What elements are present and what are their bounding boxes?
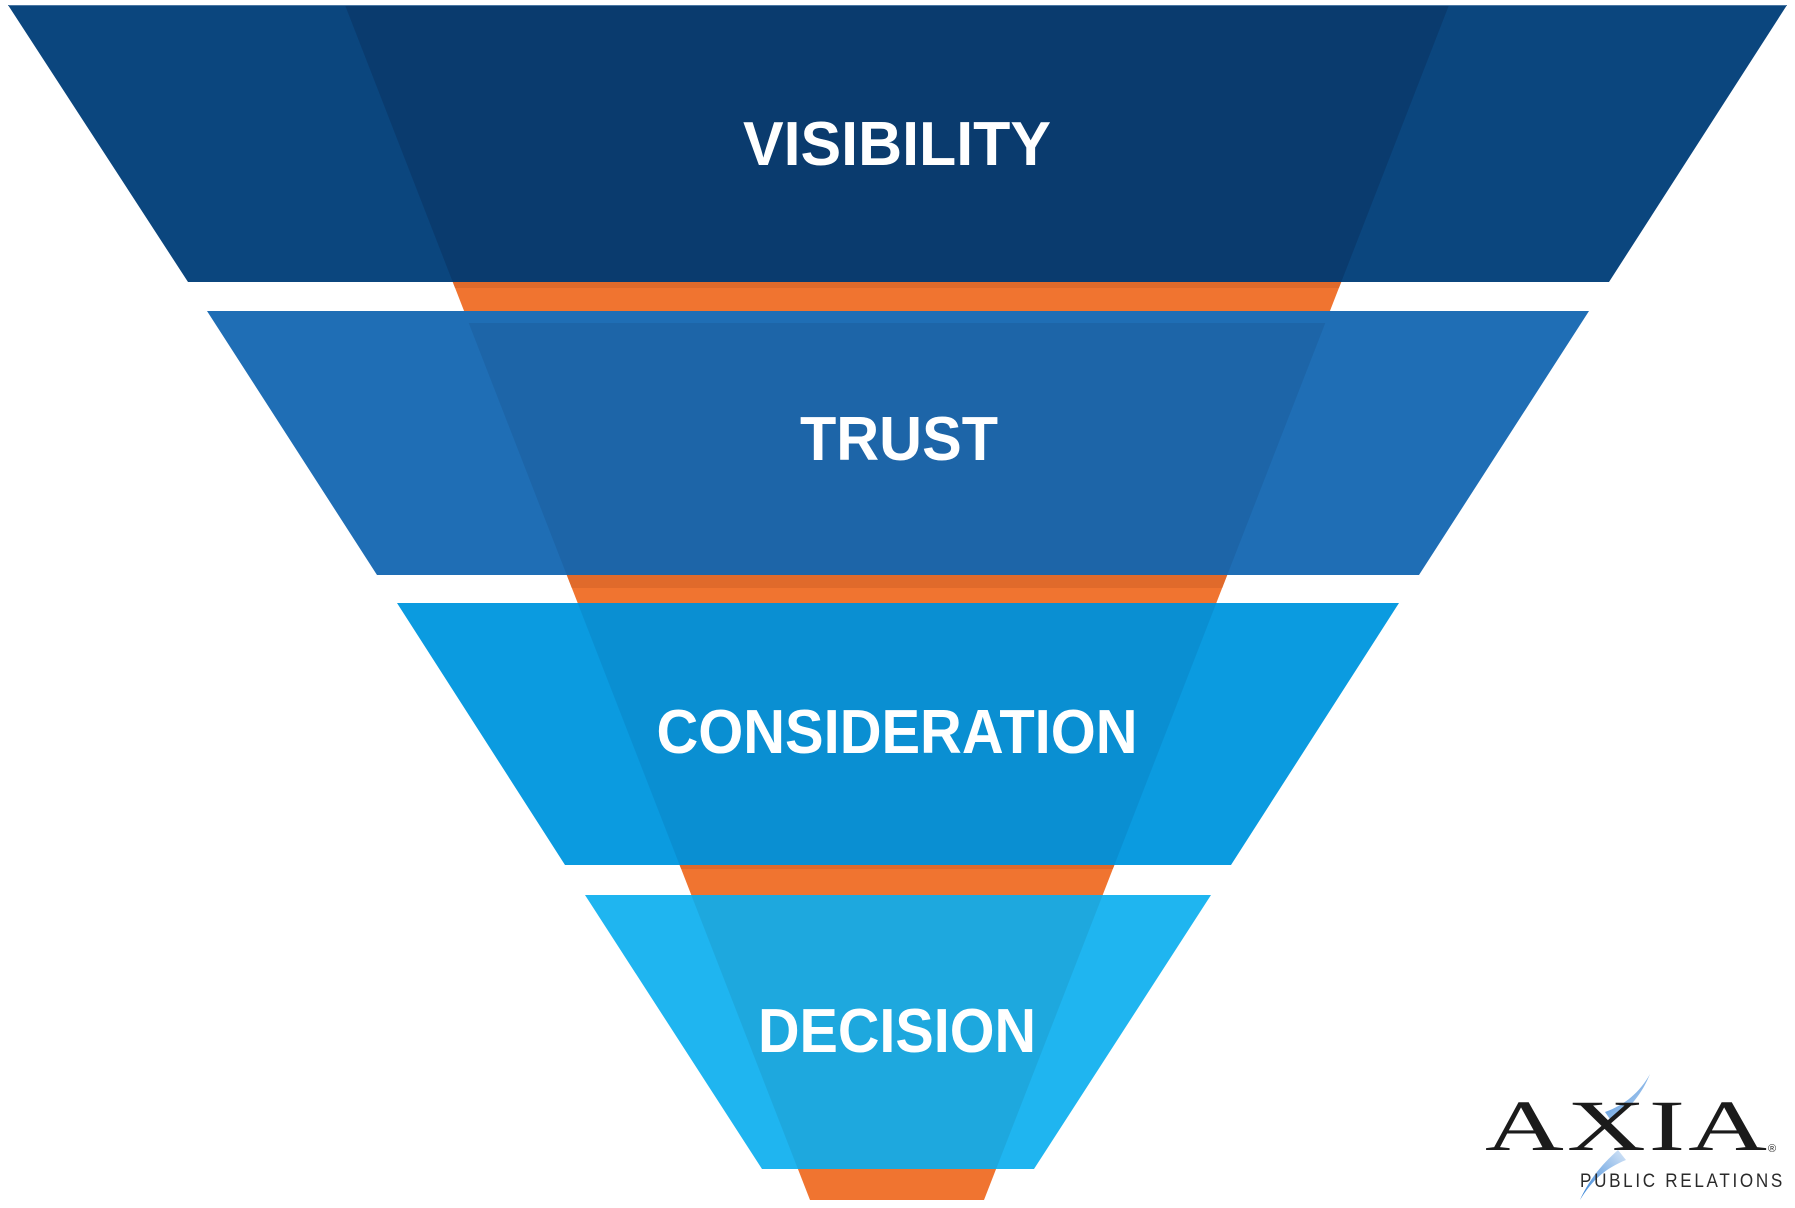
funnel-stage-decision xyxy=(585,895,1211,1169)
logo-tagline: PUBLIC RELATIONS xyxy=(1580,1171,1785,1192)
axia-logo: AXIA ® PUBLIC RELATIONS xyxy=(1485,1074,1785,1200)
funnel-stage-trust xyxy=(207,311,1589,575)
connector-shadow-consideration xyxy=(679,865,1115,869)
logo-wordmark: AXIA xyxy=(1485,1086,1770,1166)
stage-label-consideration: CONSIDERATION xyxy=(657,698,1138,767)
stage-inner-overlay-visibility xyxy=(345,5,1449,282)
logo-swoosh-lower-icon xyxy=(1580,1150,1626,1200)
funnel-connector xyxy=(345,5,1449,1200)
connector-shadow-visibility xyxy=(452,282,1342,288)
stage-inner-overlay-trust xyxy=(468,323,1326,575)
funnel-stage-visibility xyxy=(8,5,1787,282)
logo-swoosh-upper-icon xyxy=(1605,1074,1650,1122)
stage-label-trust: TRUST xyxy=(800,405,998,474)
stage-inner-overlay-consideration xyxy=(577,603,1217,865)
stage-label-visibility: VISIBILITY xyxy=(743,110,1051,179)
connector-shadow-trust xyxy=(566,575,1228,588)
stage-label-decision: DECISION xyxy=(758,997,1036,1066)
logo-registered-mark: ® xyxy=(1768,1143,1776,1155)
stage-inner-overlay-decision xyxy=(691,895,1103,1169)
funnel-stage-consideration xyxy=(397,603,1399,865)
